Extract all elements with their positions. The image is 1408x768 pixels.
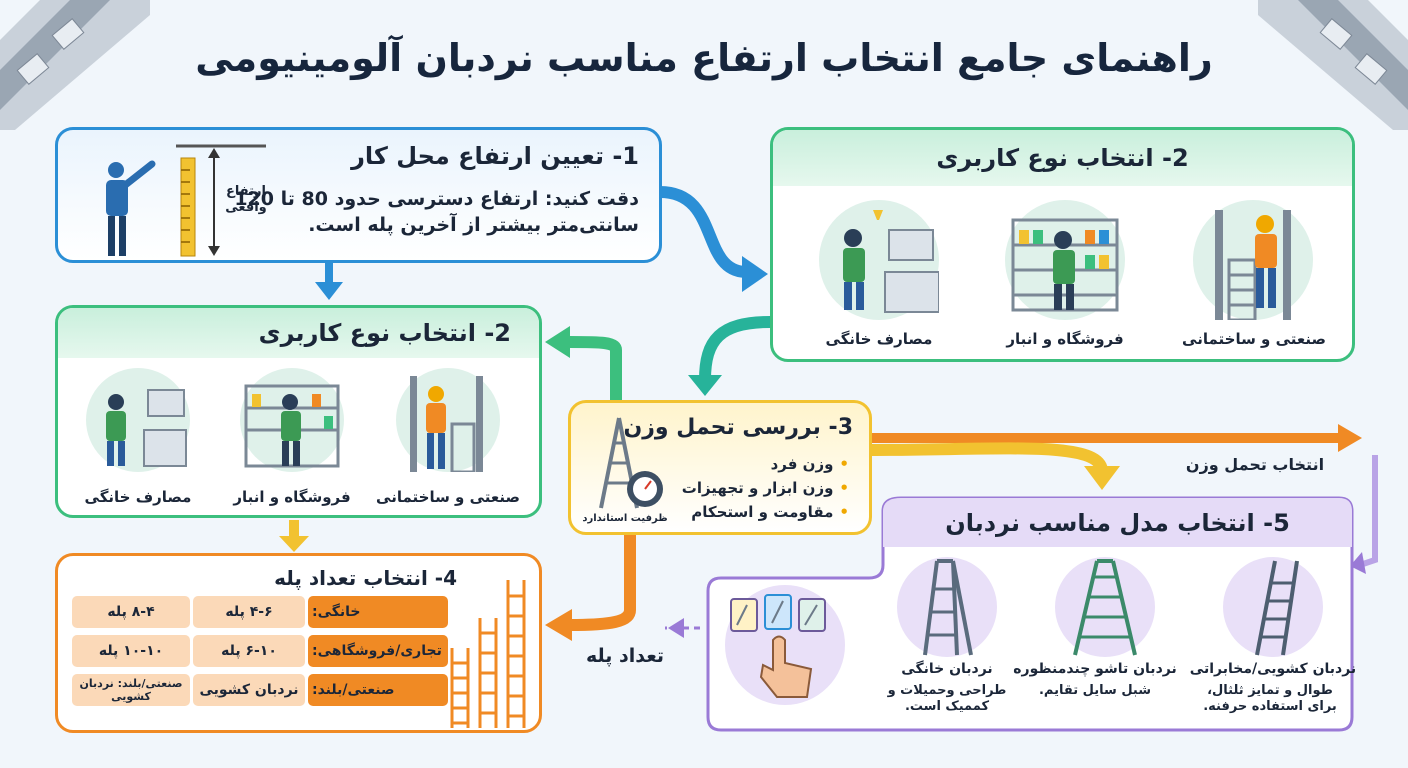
weight-flow-label: انتخاب تحمل وزن <box>1185 455 1325 474</box>
steps-count-flow-label: تعداد پله <box>585 645 665 667</box>
step4-heading: 4- انتخاب تعداد پله <box>274 566 457 590</box>
home-cleaning-icon <box>106 389 187 467</box>
step-ladder-icon <box>923 559 973 656</box>
extension-ladder-icon <box>1255 560 1299 656</box>
step5-frame <box>706 496 1354 732</box>
warehouse-shelf-icon <box>1011 218 1119 312</box>
model-home-name[interactable]: نردبان خانگی <box>901 661 993 677</box>
step2-left-heading: 2- انتخاب نوع کاربری <box>258 319 511 347</box>
construction-worker-icon <box>1215 210 1291 322</box>
step2-left-card: 2- انتخاب نوع کاربری صنعتی و ساختمانی فر… <box>55 305 542 518</box>
table-cell: ۸-۴ پله <box>72 596 190 628</box>
step3-item-tools-weight: وزن ابزار و تجهیزات <box>682 479 849 497</box>
option-home-label[interactable]: مصارف خانگی <box>825 330 933 348</box>
ladders-height-icon <box>450 580 526 728</box>
model-extension-desc: طوال و تمایز ثلثال، برای استفاده حرفنه. <box>1203 683 1337 714</box>
warehouse-shelf-icon <box>244 384 340 468</box>
store-option-image <box>1005 200 1125 320</box>
home-option-image-2 <box>86 368 190 472</box>
home-ladder-image <box>897 557 997 657</box>
ladder-scale-icon <box>599 417 663 509</box>
model-multipurpose-name[interactable]: نردبان تاشو چندمنظوره <box>1013 661 1177 677</box>
table-cell: نردبان کشویی <box>193 674 305 706</box>
option-industrial-label[interactable]: صنعتی و ساختمانی <box>1182 330 1326 348</box>
step5-heading: 5- انتخاب مدل مناسب نردبان <box>945 509 1290 537</box>
standard-capacity-label: ظرفیت استاندارد <box>582 513 668 524</box>
table-row-label: تجاری/فروشگاهی: <box>308 635 448 667</box>
option-home-label-2[interactable]: مصارف خانگی <box>84 488 192 506</box>
model-multipurpose-desc: شبل سایل تقایم. <box>1038 683 1152 698</box>
page-title: راهنمای جامع انتخاب ارتفاع مناسب نردبان … <box>195 36 1213 80</box>
step3-card: 3- بررسی تحمل وزن وزن فرد وزن ابزار و تج… <box>568 400 872 535</box>
industrial-option-image <box>1193 200 1313 322</box>
model-extension-name[interactable]: نردبان کشویی/مخابراتی <box>1189 661 1357 677</box>
step1-heading: 1- تعیین ارتفاع محل کار <box>351 142 639 170</box>
step1-text-line1: دقت کنید: ارتفاع دسترسی حدود 80 تا 120 <box>234 188 639 210</box>
table-cell: ۱۰-۱۰ پله <box>72 635 190 667</box>
store-option-image-2 <box>240 368 344 472</box>
option-store-label[interactable]: فروشگاه و انبار <box>1006 330 1124 348</box>
height-measure-icon <box>106 144 266 257</box>
home-cleaning-icon <box>843 210 940 313</box>
step3-heading: 3- بررسی تحمل وزن <box>623 415 853 440</box>
step2-top-card: 2- انتخاب نوع کاربری صنعتی و ساختمانی فر… <box>770 127 1355 362</box>
step5-card: 5- انتخاب مدل مناسب نردبان نردبان کشویی/… <box>705 495 1356 733</box>
option-industrial-label-2[interactable]: صنعتی و ساختمانی <box>376 488 520 506</box>
step4-card: 4- انتخاب تعداد پله خانگی: ۴-۶ پله ۸-۴ پ… <box>55 553 542 733</box>
actual-height-label: ارتفاع واقعی <box>225 184 267 215</box>
aluminum-profile-decoration-right <box>1258 0 1408 130</box>
step3-item-person-weight: وزن فرد <box>771 455 849 473</box>
step1-card: 1- تعیین ارتفاع محل کار دقت کنید: ارتفاع… <box>55 127 662 263</box>
step1-text-line2: سانتی‌متر بیشتر از آخرین پله است. <box>308 214 639 236</box>
construction-worker-icon <box>410 376 483 474</box>
model-home-desc: طراحی وحمیلات و کممیک است. <box>887 683 1007 714</box>
industrial-option-image-2 <box>396 368 500 474</box>
home-option-image <box>819 200 940 320</box>
option-store-label-2[interactable]: فروشگاه و انبار <box>233 488 351 506</box>
table-cell: ۶-۱۰ پله <box>193 635 305 667</box>
table-cell: صنعتی/بلند: نردبان کشویی <box>72 674 190 706</box>
table-row-label: خانگی: <box>308 596 448 628</box>
multipurpose-ladder-icon <box>1073 559 1137 656</box>
table-cell: ۴-۶ پله <box>193 596 305 628</box>
extension-ladder-image <box>1223 557 1323 657</box>
hand-pointer-icon <box>730 594 826 698</box>
step3-item-strength: مقاومت و استحکام <box>691 503 849 521</box>
selection-image <box>725 585 845 705</box>
multipurpose-ladder-image <box>1055 557 1155 657</box>
table-row-label: صنعتی/بلند: <box>308 674 448 706</box>
aluminum-profile-decoration-left <box>0 0 150 130</box>
step2-top-heading: 2- انتخاب نوع کاربری <box>936 144 1189 172</box>
